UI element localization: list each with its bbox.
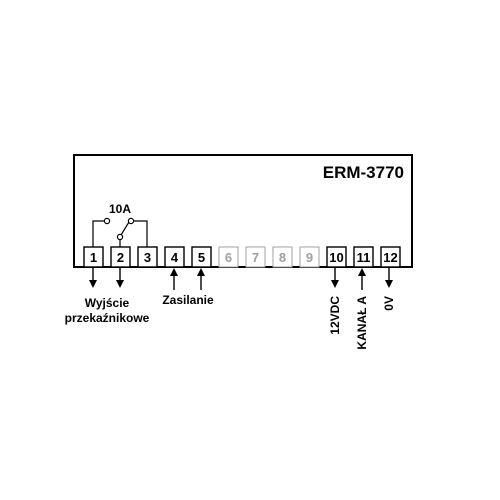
terminal-6-number: 6 (225, 250, 232, 265)
terminal-1-box (83, 246, 104, 268)
terminal-3-box (137, 246, 158, 268)
terminal-2-number: 2 (117, 250, 124, 265)
terminal-12-number: 12 (383, 250, 397, 265)
terminal-7-box (245, 246, 266, 268)
terminal-3-number: 3 (144, 250, 151, 265)
terminal-11-label: KANAŁ A (355, 296, 369, 350)
terminal-2-box (110, 246, 131, 268)
terminal-8-number: 8 (279, 250, 286, 265)
terminal-4-number: 4 (171, 250, 179, 265)
terminal-6-box (218, 246, 239, 268)
terminal-9-box (299, 246, 320, 268)
terminal-12-label: 0V (382, 296, 396, 311)
model-label: ERM-3770 (323, 163, 404, 182)
relay-output-label-line2: przekaźnikowe (65, 311, 150, 325)
terminal-5-box (191, 246, 212, 268)
relay-output-label-line1: Wyjście (85, 296, 130, 310)
terminal-4-box (164, 246, 185, 268)
terminal-12-box (380, 246, 401, 268)
signal-arrows (89, 268, 393, 290)
terminal-1-number: 1 (90, 250, 97, 265)
terminal-10-number: 10 (329, 250, 343, 265)
terminal-11-box (353, 246, 374, 268)
power-supply-label: Zasilanie (162, 293, 214, 307)
terminal-11-number: 11 (357, 250, 371, 265)
terminal-9-number: 9 (306, 250, 313, 265)
terminal-10-label: 12VDC (328, 296, 342, 335)
terminal-5-number: 5 (198, 250, 205, 265)
relay-switch-symbol (92, 217, 148, 247)
terminal-10-box (326, 246, 347, 268)
terminal-7-number: 7 (252, 250, 259, 265)
terminal-8-box (272, 246, 293, 268)
relay-rating: 10A (109, 202, 131, 216)
